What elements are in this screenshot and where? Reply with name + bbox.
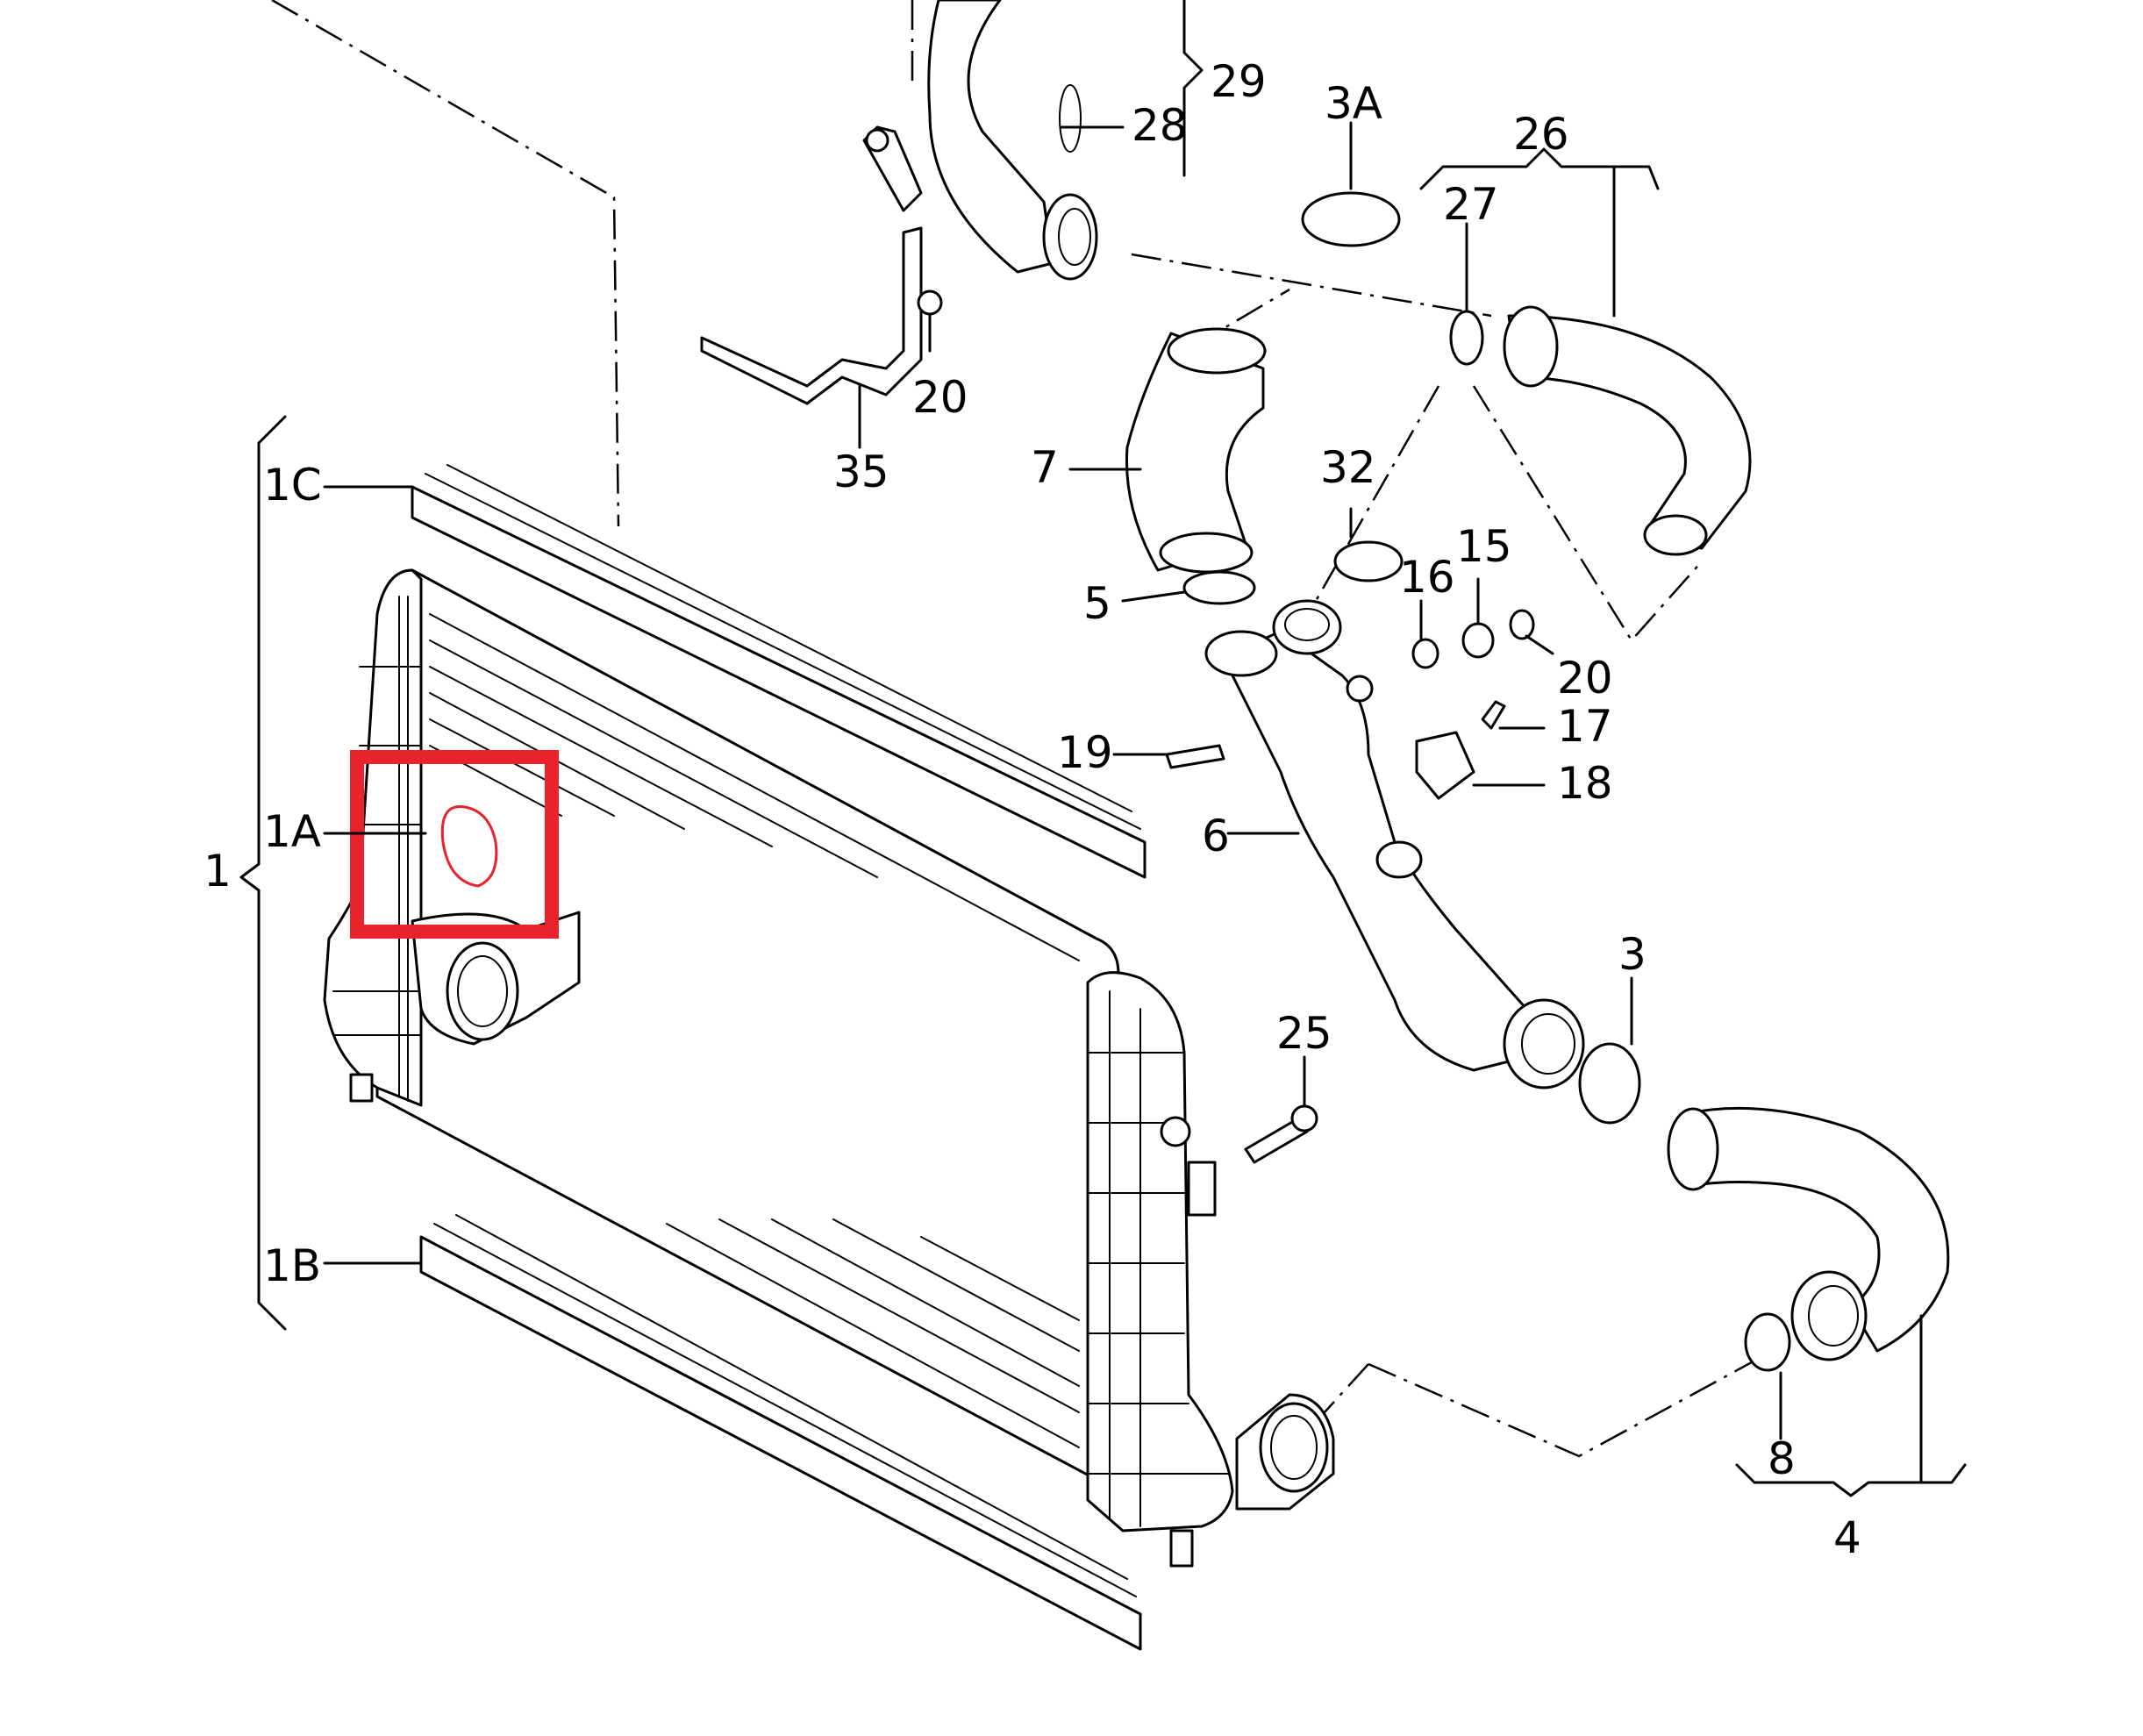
clamp-32 xyxy=(1333,540,1404,582)
hose-4 xyxy=(1667,1106,1950,1361)
callout-18: 18 xyxy=(1557,758,1613,809)
callout-15: 15 xyxy=(1456,521,1512,572)
core-fins xyxy=(429,613,1080,1448)
leader-lines xyxy=(323,0,1967,1497)
callout-20-bracket: 20 xyxy=(912,372,968,423)
callout-20-nut: 20 xyxy=(1557,653,1613,704)
mounting-foot xyxy=(349,1073,374,1103)
o-ring-28 xyxy=(1059,84,1082,153)
bracket-assembly-1 xyxy=(239,415,287,1331)
callout-1C: 1C xyxy=(263,460,322,511)
callout-25: 25 xyxy=(1276,1008,1332,1059)
left-tank-grid xyxy=(332,596,422,1102)
callout-27: 27 xyxy=(1443,179,1499,230)
mounting-pin xyxy=(1160,1116,1191,1147)
sensor-18 xyxy=(1415,731,1475,800)
core-inlet-stub xyxy=(411,911,581,1046)
intercooler-core xyxy=(323,568,1234,1568)
callout-7: 7 xyxy=(1031,442,1059,493)
clamp-3 xyxy=(1578,1042,1641,1125)
callout-1: 1 xyxy=(204,846,232,897)
callout-3A: 3A xyxy=(1325,78,1382,129)
callout-5: 5 xyxy=(1083,578,1111,629)
highlight-box xyxy=(350,750,559,939)
callout-6: 6 xyxy=(1202,811,1230,861)
nut-20 xyxy=(917,289,943,316)
hose-29 xyxy=(927,0,1098,281)
callout-29: 29 xyxy=(1211,56,1267,107)
sensor-flange xyxy=(1375,840,1423,879)
o-ring-27 xyxy=(1449,310,1484,366)
core-outlet-stub xyxy=(1235,1393,1335,1511)
highlight-annotation xyxy=(350,750,559,939)
callout-labels: 1 1A 1B 1C 3 3A 4 5 6 7 8 15 16 17 18 19… xyxy=(204,56,1861,1563)
callout-4: 4 xyxy=(1833,1512,1861,1563)
callout-16: 16 xyxy=(1399,552,1455,603)
callout-1A: 1A xyxy=(263,806,321,857)
callout-32: 32 xyxy=(1320,442,1376,493)
bolt-19 xyxy=(1165,744,1225,769)
bolt-17 xyxy=(1481,700,1506,730)
seal-strip-1B xyxy=(419,1214,1142,1651)
o-ring-8 xyxy=(1744,1312,1791,1372)
small-parts xyxy=(1059,84,1791,1372)
callout-19: 19 xyxy=(1057,727,1113,778)
bushing-15 xyxy=(1461,622,1495,659)
nut-20 xyxy=(1509,609,1535,640)
mounting-tab xyxy=(1187,1161,1217,1217)
bracket-35 xyxy=(700,125,943,405)
mounting-foot xyxy=(1169,1529,1194,1568)
callout-1B: 1B xyxy=(263,1240,321,1291)
callout-3: 3 xyxy=(1618,929,1647,980)
callout-17: 17 xyxy=(1557,701,1613,752)
hose-7 xyxy=(1125,327,1267,574)
hand-drawn-circle-mark xyxy=(440,805,498,888)
callout-35: 35 xyxy=(833,447,889,497)
callout-26: 26 xyxy=(1513,109,1569,160)
callout-28: 28 xyxy=(1132,100,1188,151)
seal-strip-1C xyxy=(411,464,1147,879)
clamp-3A xyxy=(1301,191,1401,247)
bushing-16 xyxy=(1411,638,1439,669)
callout-8: 8 xyxy=(1768,1433,1796,1484)
hose-26 xyxy=(1503,305,1752,556)
clamp-5 xyxy=(1182,570,1256,605)
right-tank-grid xyxy=(1087,990,1229,1527)
pressure-pipe-6 xyxy=(1204,599,1585,1089)
